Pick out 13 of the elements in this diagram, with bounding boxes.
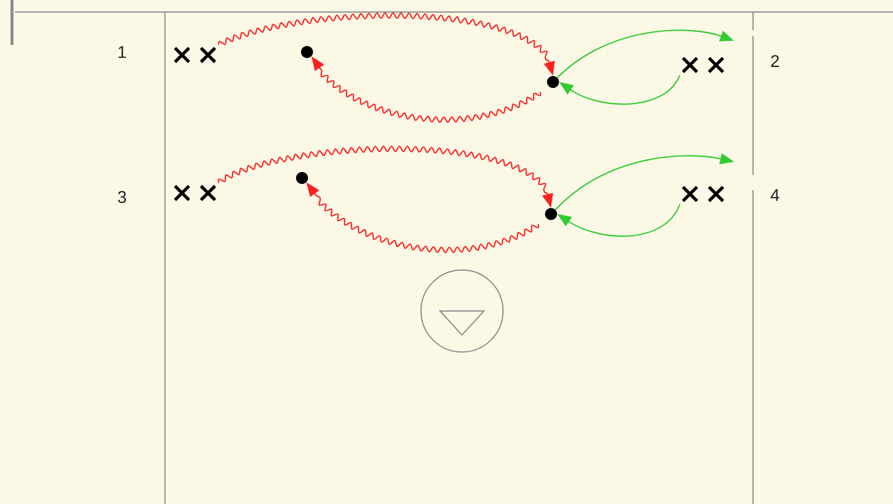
- cone-dot: [547, 76, 559, 88]
- player-pair: [173, 46, 217, 64]
- cone-dot: [545, 208, 557, 220]
- group-number: 1: [118, 46, 126, 58]
- player-pair: [173, 184, 217, 202]
- coach-symbol: [420, 269, 504, 353]
- player-pair: [681, 185, 725, 203]
- cone-dot: [301, 46, 313, 58]
- group-number: 2: [771, 55, 779, 67]
- group-number: 3: [118, 190, 126, 204]
- cone-dot: [296, 172, 308, 184]
- group-number: 4: [770, 189, 780, 201]
- player-pair: [681, 56, 725, 74]
